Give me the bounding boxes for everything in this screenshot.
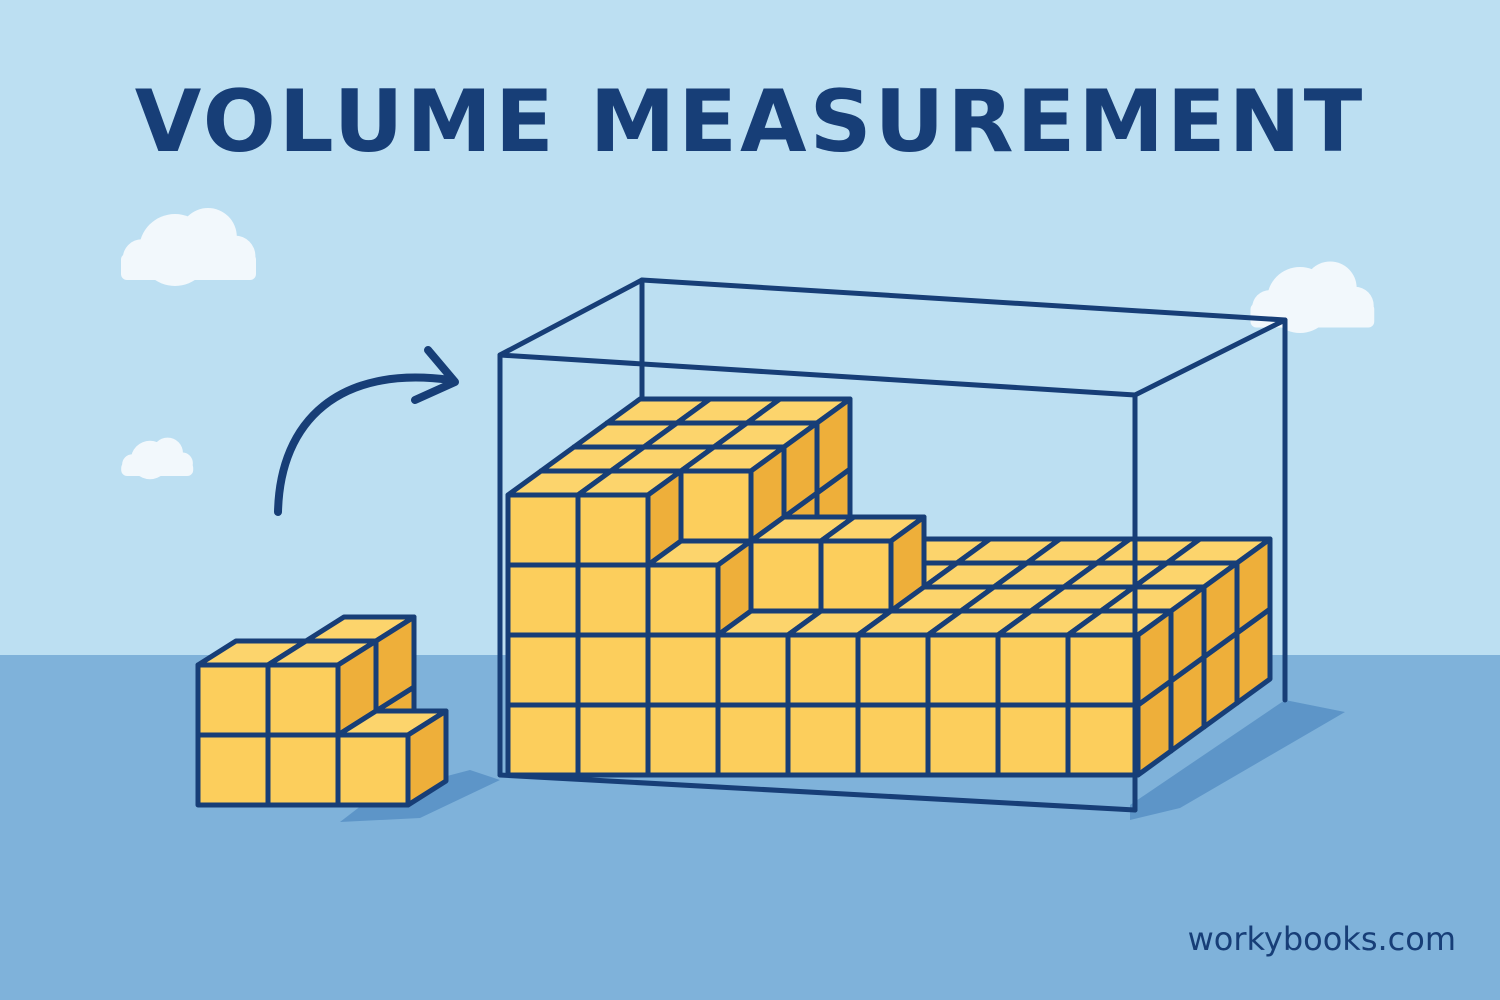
- unit-cube-icon: [1065, 608, 1174, 708]
- unit-cube-icon: [335, 708, 449, 808]
- curved-arrow-icon: [274, 346, 459, 516]
- unit-cube-icon: [645, 538, 754, 638]
- page-title: VOLUME MEASUREMENT: [134, 72, 1366, 172]
- cloud-icon: [1250, 261, 1375, 333]
- unit-cube-icon: [818, 514, 927, 614]
- clouds: [121, 208, 1375, 480]
- container-front-edges: [497, 317, 1288, 813]
- container-shadow: [1130, 700, 1345, 820]
- cloud-icon: [121, 437, 194, 480]
- site-watermark: workybooks.com: [1187, 920, 1456, 958]
- cloud-icon: [121, 208, 256, 286]
- unit-cube-icon: [575, 468, 684, 568]
- cube-stacks: [195, 396, 1273, 808]
- unit-cube-icon: [678, 444, 787, 544]
